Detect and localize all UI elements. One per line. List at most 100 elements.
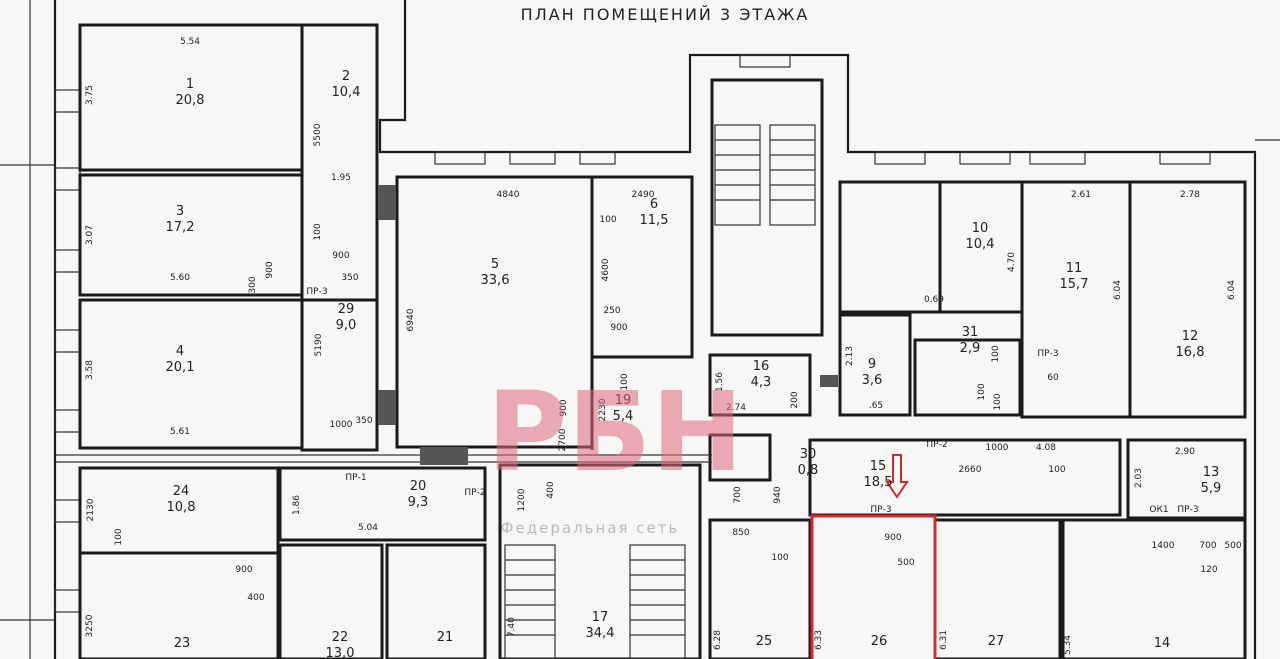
- dimension-label: 500: [897, 558, 914, 568]
- room-area-6: 11,5: [640, 213, 669, 228]
- dimension-label: 0.69: [924, 295, 944, 305]
- dimension-label: 3.75: [85, 85, 95, 105]
- dimension-label: 5.54: [180, 37, 200, 47]
- dimension-label: 100: [313, 223, 323, 240]
- room-area-2: 10,4: [332, 85, 361, 100]
- dimension-label: 700: [733, 486, 743, 503]
- room-area-22: 13,0: [326, 646, 355, 659]
- interior-walls: [55, 23, 1247, 659]
- dimension-label: 700: [1199, 541, 1216, 551]
- hatched-walls: [378, 185, 838, 465]
- room-area-3: 17,2: [166, 220, 195, 235]
- dimension-label: 350: [341, 273, 358, 283]
- room-area-29: 9,0: [336, 318, 357, 333]
- dimension-label: 1400: [1152, 541, 1175, 551]
- room-number-16: 16: [753, 359, 770, 374]
- opening-label: ПР-3: [306, 287, 327, 297]
- room-number-13: 13: [1203, 465, 1220, 480]
- stair-bottom: [504, 544, 686, 659]
- windows-left: [54, 89, 81, 613]
- dimension-label: 900: [235, 565, 252, 575]
- dimension-label: 400: [247, 593, 264, 603]
- opening-label: ПР-2: [926, 440, 947, 450]
- watermark-logo: РБН: [487, 368, 744, 496]
- dimension-label: 4.70: [1007, 252, 1017, 272]
- room-number-9: 9: [868, 357, 876, 372]
- room-number-20: 20: [410, 479, 427, 494]
- dimension-label: 1.95: [331, 173, 351, 183]
- room-area-16: 4,3: [751, 375, 772, 390]
- dimension-label: 2.03: [1134, 468, 1144, 488]
- dimension-label: 5.34: [1063, 635, 1073, 655]
- dimension-label: 900: [559, 399, 569, 416]
- dimension-label: 60: [1047, 373, 1059, 383]
- room-area-17: 34,4: [586, 626, 615, 641]
- room-area-5: 33,6: [481, 273, 510, 288]
- dimension-label: 1000: [986, 443, 1009, 453]
- dimension-label: 5.60: [170, 273, 190, 283]
- dimension-label: 4600: [601, 258, 611, 281]
- highlight-arrow-icon: [885, 454, 909, 499]
- room-number-6: 6: [650, 197, 658, 212]
- dimension-label: 100: [977, 383, 987, 400]
- watermark-text: Федеральная сеть: [501, 519, 680, 537]
- dimension-label: 250: [603, 306, 620, 316]
- room-area-4: 20,1: [166, 360, 195, 375]
- room-area-1: 20,8: [176, 93, 205, 108]
- room-number-19: 19: [615, 393, 632, 408]
- room-number-17: 17: [592, 610, 609, 625]
- windows-top: [434, 54, 1211, 165]
- room-number-31: 31: [962, 325, 979, 340]
- dimension-label: 350: [355, 416, 372, 426]
- dimension-label: 1000: [330, 420, 353, 430]
- dimension-label: 2130: [86, 498, 96, 521]
- dimension-label: 300: [248, 276, 258, 293]
- dimension-label: 100: [114, 528, 124, 545]
- dimension-label: 900: [610, 323, 627, 333]
- dimension-label: 2.61: [1071, 190, 1091, 200]
- dimension-label: 2.90: [1175, 447, 1195, 457]
- room-number-22: 22: [332, 630, 349, 645]
- room-area-11: 15,7: [1060, 277, 1089, 292]
- dimension-label: 100: [620, 373, 630, 390]
- dimension-label: 6.33: [814, 630, 824, 650]
- dimension-label: 100: [771, 553, 788, 563]
- dimension-label: 5.04: [358, 523, 378, 533]
- room-area-31: 2,9: [960, 341, 981, 356]
- room-area-19: 5,4: [613, 409, 634, 424]
- dimension-label: 100: [1048, 465, 1065, 475]
- room-area-12: 16,8: [1176, 345, 1205, 360]
- dimension-label: 200: [790, 391, 800, 408]
- dimension-label: 6940: [406, 308, 416, 331]
- room-number-29: 29: [338, 302, 355, 317]
- dimension-label: 100: [993, 393, 1003, 410]
- room-number-10: 10: [972, 221, 989, 236]
- room-number-5: 5: [491, 257, 499, 272]
- highlight-room-26: [810, 514, 937, 659]
- dimension-label: 2.13: [845, 346, 855, 366]
- opening-label: ПР-1: [345, 473, 366, 483]
- dimension-label: 6.31: [939, 630, 949, 650]
- dimension-label: 3.07: [85, 225, 95, 245]
- dimension-label: 4.08: [1036, 443, 1056, 453]
- room-area-13: 5,9: [1201, 481, 1222, 496]
- room-number-3: 3: [176, 204, 184, 219]
- room-number-26: 26: [871, 634, 888, 649]
- opening-label: ОК1: [1149, 505, 1168, 515]
- room-area-10: 10,4: [966, 237, 995, 252]
- dimension-label: 2700: [558, 428, 568, 451]
- dimension-label: 5.61: [170, 427, 190, 437]
- room-area-20: 9,3: [408, 495, 429, 510]
- dimension-label: 500: [1224, 541, 1241, 551]
- room-labels: 120,8210,4317,2420,1533,6611,593,61010,4…: [166, 69, 1222, 659]
- dimension-label: 5190: [314, 333, 324, 356]
- dimension-label: 7.40: [507, 617, 517, 637]
- dimension-label: 5500: [313, 123, 323, 146]
- room-number-27: 27: [988, 634, 1005, 649]
- stair-top: [714, 124, 816, 226]
- room-number-4: 4: [176, 344, 184, 359]
- dimension-label: .65: [869, 401, 883, 411]
- opening-label: ПР-2: [464, 488, 485, 498]
- dimension-label: 1.86: [292, 495, 302, 515]
